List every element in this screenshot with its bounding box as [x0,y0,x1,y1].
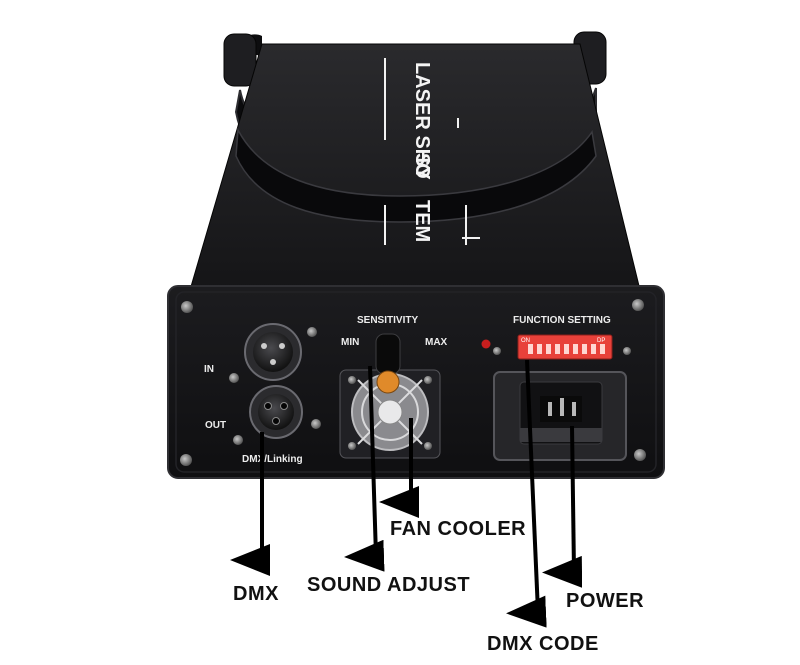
arrow-dmx-code [506,359,547,628]
in-label: IN [204,364,214,375]
callout-dmx-code: DMX CODE [487,633,599,655]
top-label-line2: SY [411,153,433,180]
callout-arrows [230,359,583,628]
arrow-power [542,425,583,588]
min-label: MIN [341,337,359,348]
dip-on-label: ON [521,338,530,344]
callout-fan-cooler: FAN COOLER [390,518,527,540]
power-socket [493,371,627,461]
callout-dmx: DMX [233,583,279,605]
max-label: MAX [425,337,448,348]
dip-dp-label: DP [597,338,605,344]
top-label: LASER SHO SY TEM [411,62,433,242]
function-setting-label: FUNCTION SETTING [513,315,611,326]
sensitivity-knob[interactable] [375,333,401,394]
top-label-line1: LASER SHO [411,62,433,179]
out-label: OUT [205,420,226,431]
callout-sound-adjust: SOUND ADJUST [307,574,471,596]
dmx-in-connector [244,323,302,381]
status-led [481,339,491,349]
top-label-line3: TEM [411,200,433,242]
callout-power: POWER [566,590,645,612]
arrow-sound-adjust [344,365,385,572]
sensitivity-label: SENSITIVITY [357,315,418,326]
panel-screws [180,299,646,466]
dip-switch[interactable]: ON DP [517,334,613,360]
dmx-out-connector [249,385,303,439]
dmx-linking-label: DMX/Linking [242,454,303,465]
top-decoration-lines [384,58,480,245]
